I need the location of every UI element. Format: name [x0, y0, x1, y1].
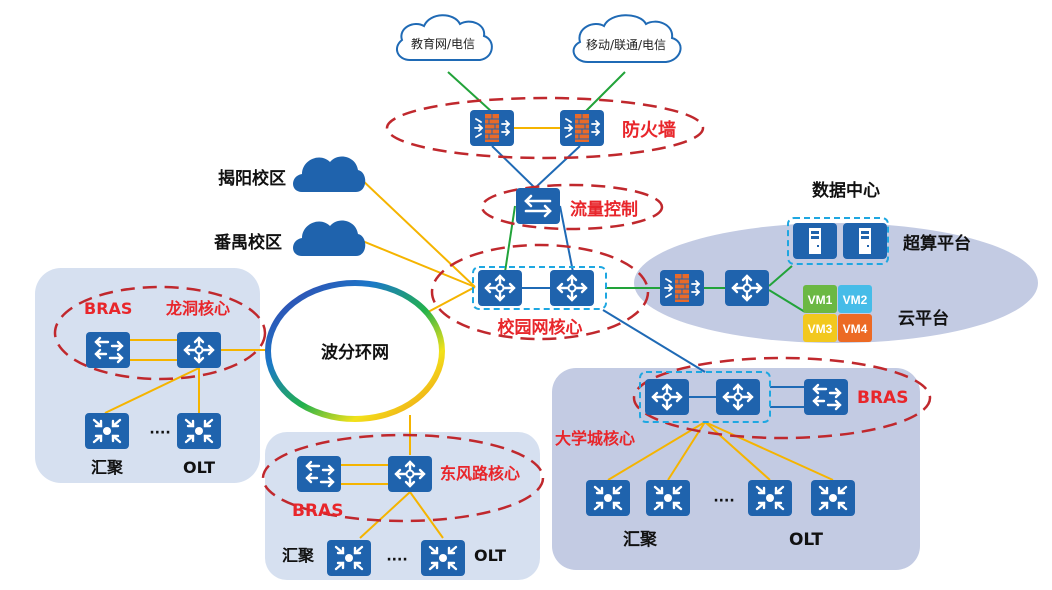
cloud-edu-telecom-label: 教育网/电信 [411, 36, 475, 51]
vm-grid: VM1 VM2 VM3 VM4 [803, 285, 872, 342]
university-city-panel [552, 368, 920, 570]
server-icon[interactable] [843, 223, 887, 259]
cloud-mobile-unicom-telecom: 移动/联通/电信 [572, 14, 682, 63]
university-city-olt-label: OLT [789, 530, 823, 550]
vm3-tile[interactable] [803, 314, 837, 342]
wdm-ring [265, 280, 445, 422]
longdong-group-outline [53, 285, 267, 381]
university-city-aggregation-label: 汇聚 [623, 530, 658, 550]
links [104, 71, 834, 539]
firewall-icon[interactable] [559, 109, 605, 147]
university-city-core-label: 大学城核心 [555, 429, 635, 448]
supercomputing-cluster-outline [787, 217, 889, 265]
longdong-olt-icon[interactable] [175, 411, 223, 451]
traffic-control-group-outline [480, 183, 664, 231]
dongfeng-bras-label: BRAS [292, 501, 343, 521]
dongfeng-olt-label: OLT [474, 546, 506, 565]
longdong-aggregation-icon[interactable] [83, 411, 131, 451]
vm1-label: VM1 [808, 293, 833, 307]
longdong-router-icon[interactable] [175, 330, 223, 370]
panyu-campus-label: 番禺校区 [213, 232, 282, 253]
longdong-bras-icon[interactable] [84, 330, 132, 370]
dongfeng-group-outline [261, 433, 545, 523]
firewall-icon[interactable] [469, 109, 515, 147]
core-router-icon[interactable] [476, 268, 524, 308]
longdong-olt-label: OLT [183, 458, 215, 477]
traffic-control-icon[interactable] [514, 186, 562, 226]
vm4-label: VM4 [843, 322, 868, 336]
jieyang-campus-label: 揭阳校区 [218, 168, 286, 189]
dongfeng-ellipsis: ···· [386, 552, 407, 568]
cloud-edu-telecom: 教育网/电信 [395, 14, 493, 61]
university-city-olt-icon[interactable] [746, 478, 794, 518]
dongfeng-aggregation-icon[interactable] [325, 538, 373, 578]
firewall-group-outline [385, 96, 705, 160]
university-city-ellipsis: ···· [713, 493, 734, 509]
dongfeng-aggregation-label: 汇聚 [282, 546, 315, 565]
dongfeng-router-icon[interactable] [386, 454, 434, 494]
cloud-mobile-unicom-telecom-label: 移动/联通/电信 [586, 38, 666, 52]
vm2-label: VM2 [843, 293, 868, 307]
traffic-control-label: 流量控制 [570, 199, 638, 220]
jieyang-cloud-icon [293, 156, 366, 192]
datacenter-title: 数据中心 [812, 180, 880, 201]
university-city-group-outline [632, 356, 932, 440]
panyu-cloud-icon [293, 220, 366, 256]
longdong-core-label: 龙洞核心 [165, 299, 230, 318]
university-city-aggregation-icon[interactable] [644, 478, 692, 518]
firewall-label: 防火墙 [622, 119, 676, 141]
datacenter-firewall-icon[interactable] [659, 269, 705, 307]
cloud-platform-label: 云平台 [898, 308, 949, 329]
university-city-router-icon[interactable] [714, 377, 762, 417]
wdm-ring-label: 波分环网 [321, 342, 389, 363]
core-router-icon[interactable] [548, 268, 596, 308]
university-city-olt-icon[interactable] [809, 478, 857, 518]
vm1-tile[interactable] [803, 285, 837, 313]
vm2-tile[interactable] [838, 285, 872, 313]
vm3-label: VM3 [808, 322, 833, 336]
university-city-bras-label: BRAS [857, 388, 908, 408]
dongfeng-olt-icon[interactable] [419, 538, 467, 578]
university-city-cluster-outline [639, 371, 771, 423]
longdong-bras-label: BRAS [84, 299, 132, 318]
campus-core-group-outline [430, 243, 650, 341]
university-city-aggregation-icon[interactable] [584, 478, 632, 518]
longdong-aggregation-label: 汇聚 [91, 458, 124, 477]
longdong-ellipsis: ···· [149, 425, 170, 441]
dongfeng-bras-icon[interactable] [295, 454, 343, 494]
campus-core-cluster-outline [472, 266, 607, 310]
datacenter-panel [634, 223, 1038, 343]
university-city-bras-icon[interactable] [802, 377, 850, 417]
dongfeng-core-label: 东风路核心 [440, 464, 520, 483]
university-city-router-icon[interactable] [643, 377, 691, 417]
datacenter-router-icon[interactable] [723, 268, 771, 308]
server-icon[interactable] [793, 223, 837, 259]
supercomputing-label: 超算平台 [903, 233, 971, 254]
campus-core-label: 校园网核心 [498, 317, 583, 338]
vm4-tile[interactable] [838, 314, 872, 342]
